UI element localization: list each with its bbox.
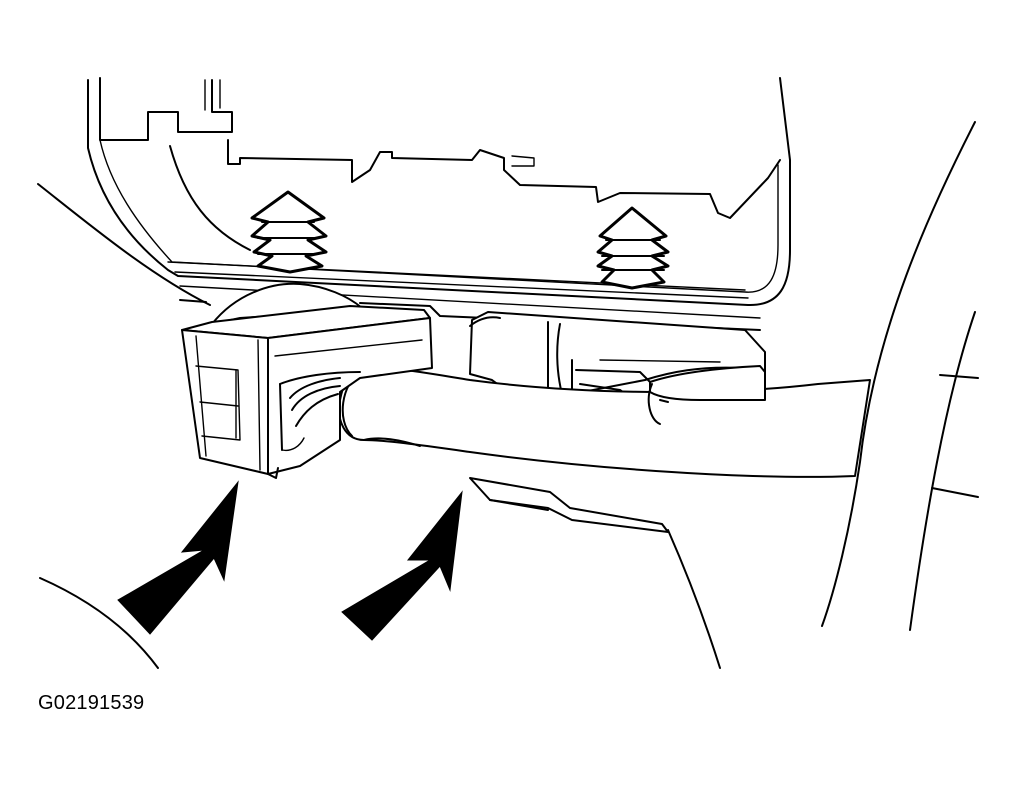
- upper-housing: [87, 77, 791, 331]
- left-connector: [181, 282, 433, 479]
- push-pin-retainer-left: [250, 190, 328, 274]
- push-pin-retainer-right: [596, 206, 670, 290]
- figure-id-label: G02191539: [38, 692, 145, 714]
- arrow-right-connector: [341, 490, 463, 641]
- arrow-left-connector: [117, 480, 239, 635]
- background-contours: [37, 121, 979, 669]
